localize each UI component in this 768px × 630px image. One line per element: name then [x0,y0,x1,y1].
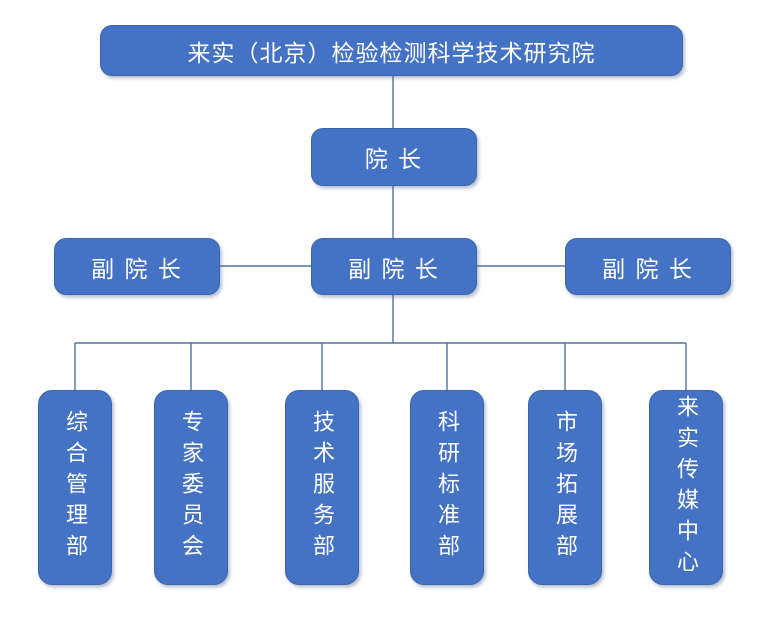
node-dept-media-center: 来实传媒中心 [649,390,723,585]
node-dept-general-management-label: 综合管理部 [63,410,88,565]
node-dept-media-center-label: 来实传媒中心 [674,394,699,581]
node-dept-research-standards: 科研标准部 [410,390,484,585]
node-vice-president-left-label: 副 院 长 [91,255,183,282]
node-vice-president-right: 副 院 长 [565,238,731,295]
node-institute: 来实（北京）检验检测科学技术研究院 [100,25,683,76]
node-vice-president-center: 副 院 长 [311,238,477,295]
node-dept-expert-committee: 专家委员会 [154,390,228,585]
node-vice-president-left: 副 院 长 [54,238,220,295]
node-institute-label: 来实（北京）检验检测科学技术研究院 [187,39,596,66]
node-dept-market-expansion: 市场拓展部 [528,390,602,585]
node-dept-technical-service: 技术服务部 [285,390,359,585]
node-dept-market-expansion-label: 市场拓展部 [553,410,578,565]
node-vice-president-right-label: 副 院 长 [602,255,694,282]
node-dept-expert-committee-label: 专家委员会 [179,410,204,565]
node-vice-president-center-label: 副 院 长 [348,255,440,282]
node-dept-general-management: 综合管理部 [38,390,112,585]
node-president: 院 长 [311,128,477,186]
node-president-label: 院 长 [364,146,424,172]
node-dept-technical-service-label: 技术服务部 [310,410,335,565]
node-dept-research-standards-label: 科研标准部 [435,410,460,565]
